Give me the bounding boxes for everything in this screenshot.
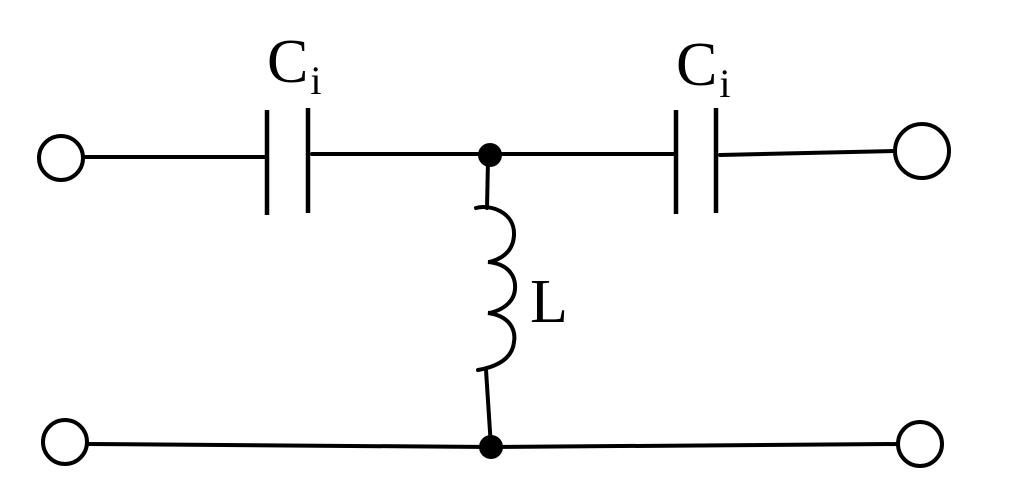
terminal-in-top	[37, 134, 85, 182]
terminal-out-bottom	[896, 420, 944, 468]
capacitor-c2-label: Ci	[676, 31, 730, 106]
inductor-l	[474, 205, 518, 372]
terminal-out-top	[893, 122, 951, 180]
wire-bottom-right	[489, 442, 900, 449]
inductor-label: L	[530, 268, 568, 336]
junction-node-top	[478, 143, 502, 167]
capacitor-c2	[673, 108, 719, 214]
capacitor-c1	[264, 108, 311, 215]
terminal-in-bottom	[41, 418, 89, 466]
junction-node-bottom	[479, 435, 503, 459]
wire-bottom-left	[86, 442, 493, 449]
wire-node-top-to-inductor	[485, 158, 490, 210]
wire-c2-to-out-top	[718, 149, 897, 157]
wire-inductor-to-node-bottom	[484, 368, 493, 449]
capacitor-c1-label: Ci	[267, 28, 321, 103]
